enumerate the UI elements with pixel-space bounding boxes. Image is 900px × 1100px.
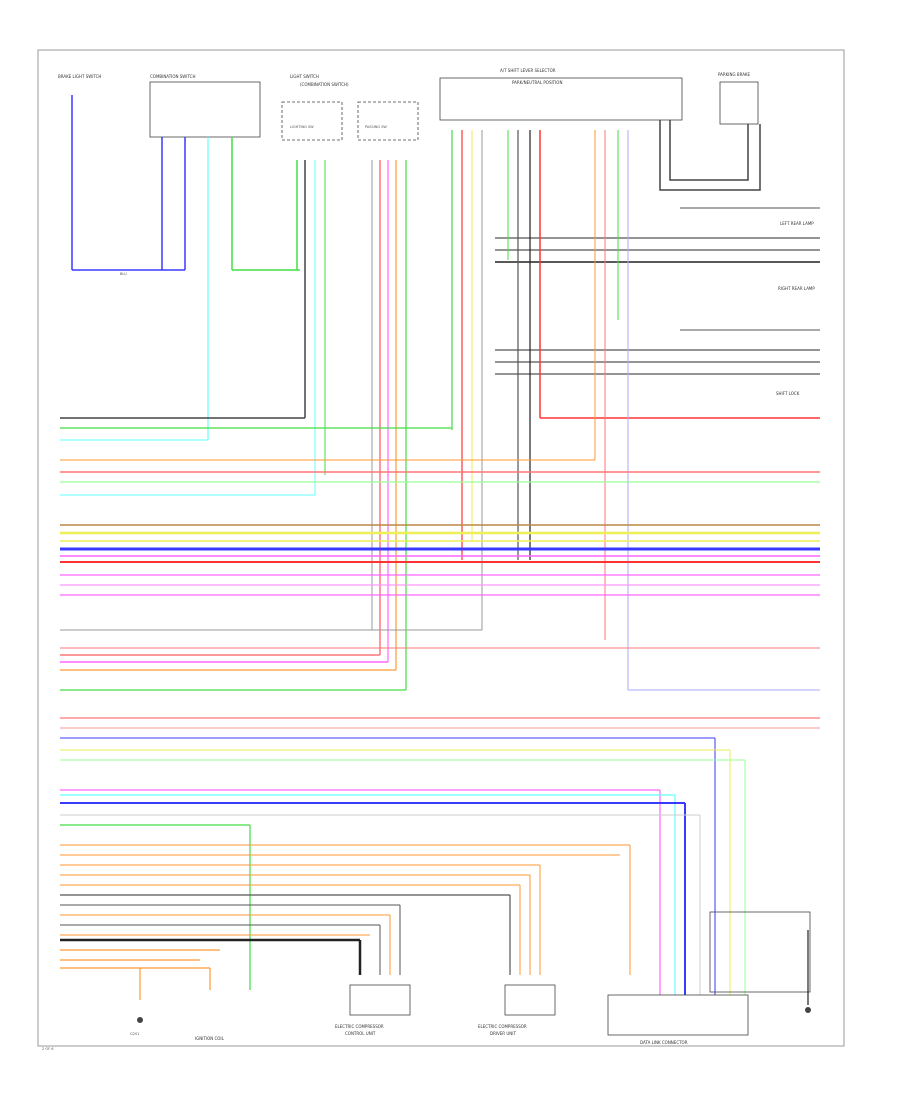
svg-text:PARK/NEUTRAL POSITION: PARK/NEUTRAL POSITION [512,80,562,85]
diagram-frame [37,49,845,1047]
brake-light-switch: BRAKE LIGHT SWITCH BLU [58,74,185,276]
svg-text:LIGHTING SW: LIGHTING SW [290,125,314,129]
svg-text:BLU: BLU [120,272,127,276]
light-switch: LIGHT SWITCH (COMBINATION SWITCH) LIGHTI… [281,74,419,141]
parking-brake-switch: PARKING BRAKE [659,72,761,191]
svg-text:LEFT REAR LAMP: LEFT REAR LAMP [780,221,814,226]
rear-lamps: LEFT REAR LAMP RIGHT REAR LAMP SHIFT LOC… [495,207,820,396]
combination-switch: COMBINATION SWITCH [149,74,300,440]
svg-text:DATA LINK CONNECTOR: DATA LINK CONNECTOR [640,1040,688,1045]
svg-text:PARKING BRAKE: PARKING BRAKE [718,72,751,77]
vertical-wires [296,130,820,691]
svg-text:RIGHT REAR LAMP: RIGHT REAR LAMP [778,286,815,291]
elec-comp-left: ELECTRIC COMPRESSOR CONTROL UNIT [335,984,411,1036]
svg-text:BRAKE LIGHT SWITCH: BRAKE LIGHT SWITCH [58,74,101,79]
lower-bus [60,717,820,1000]
svg-text:LIGHT SWITCH: LIGHT SWITCH [290,74,319,79]
svg-text:SHIFT LOCK: SHIFT LOCK [776,391,800,396]
at-selector: A/T SHIFT LEVER SELECTOR PARK/NEUTRAL PO… [439,68,683,121]
svg-text:ELECTRIC COMPRESSOR: ELECTRIC COMPRESSOR [478,1024,527,1029]
elec-comp-right: ELECTRIC COMPRESSOR DRIVER UNIT [478,984,556,1036]
svg-text:(COMBINATION SWITCH): (COMBINATION SWITCH) [300,82,349,87]
svg-text:DRIVER UNIT: DRIVER UNIT [490,1031,516,1036]
svg-text:PASSING SW: PASSING SW [365,125,387,129]
svg-text:ELECTRIC COMPRESSOR: ELECTRIC COMPRESSOR [335,1024,384,1029]
page-footer: 2 OF 6 [42,1047,53,1051]
svg-text:IGNITION COIL: IGNITION COIL [195,1036,225,1041]
svg-text:COMBINATION SWITCH: COMBINATION SWITCH [150,74,195,79]
svg-text:A/T SHIFT LEVER SELECTOR: A/T SHIFT LEVER SELECTOR [500,68,556,73]
ignition-coil: IGNITION COIL [195,1036,225,1041]
data-link-connector: DATA LINK CONNECTOR [607,911,811,1045]
svg-text:CONTROL UNIT: CONTROL UNIT [345,1031,376,1036]
svg-text:G201: G201 [130,1032,139,1036]
ground-horn: G201 [130,1017,143,1036]
horizontal-bus [60,417,820,691]
